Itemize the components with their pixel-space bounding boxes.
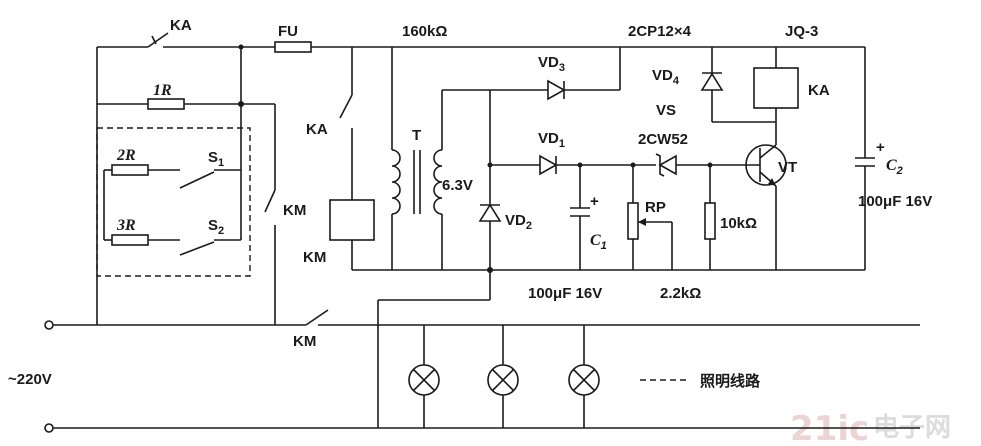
km-bottom-label: KM — [293, 333, 316, 350]
voltage-label: 6.3V — [442, 177, 473, 194]
ka-relay-label: KA — [808, 82, 830, 99]
vd2-label: VD2 — [505, 212, 532, 232]
vd1-label: VD1 — [538, 130, 565, 150]
mains-label: ~220V — [8, 371, 52, 388]
vt-label: VT — [778, 159, 797, 176]
fuse — [274, 41, 312, 53]
diode-vd3 — [547, 79, 566, 101]
terminal-bottom — [44, 423, 54, 433]
km-coil — [329, 199, 375, 241]
ka-relay-coil — [753, 67, 799, 109]
transistor-vt — [745, 144, 787, 186]
c2-label: C2 — [886, 157, 903, 177]
transformer-primary — [391, 149, 401, 215]
s1-label: S1 — [208, 149, 224, 169]
vs-type-label: 2CW52 — [638, 131, 688, 148]
c1-label: C1 — [590, 232, 607, 252]
diode-vd2 — [478, 203, 502, 222]
terminal-top — [44, 320, 54, 330]
km-switch-label: KM — [283, 202, 306, 219]
vd3-label: VD3 — [538, 54, 565, 74]
ka-top-label: KA — [170, 17, 192, 34]
ka-contact-label: KA — [306, 121, 328, 138]
transformer-label: T — [412, 127, 421, 144]
jq3-label: JQ-3 — [785, 23, 818, 40]
r160k-label: 160kΩ — [402, 23, 447, 40]
vs-label: VS — [656, 102, 676, 119]
legend-label: 照明线路 — [700, 372, 761, 390]
vd4x-label: 2CP12×4 — [628, 23, 692, 40]
diode-vd1 — [539, 154, 558, 176]
c1-value-label: 100μF 16V — [528, 285, 602, 302]
resistor-3r — [111, 234, 149, 246]
resistor-2r — [111, 164, 149, 176]
rp-label: RP — [645, 199, 666, 216]
potentiometer-rp — [627, 202, 639, 240]
zener-vs — [658, 154, 677, 176]
diode-vd4 — [700, 72, 724, 91]
resistor-1r — [147, 98, 185, 110]
r22k-label: 2.2kΩ — [660, 285, 701, 302]
km-coil-label: KM — [303, 249, 326, 266]
r2-label: 2R — [116, 147, 136, 164]
r10k-label: 10kΩ — [720, 215, 757, 232]
r3-label: 3R — [116, 217, 136, 234]
r1-label: 1R — [153, 82, 172, 99]
s2-label: S2 — [208, 217, 224, 237]
c2-plus: + — [876, 139, 885, 156]
ka-top-contact — [151, 35, 157, 45]
vd4-label: VD4 — [652, 67, 680, 87]
c2-value-label: 100μF 16V — [858, 193, 932, 210]
transformer-secondary — [433, 149, 443, 215]
c1-plus: + — [590, 193, 599, 210]
top-bus — [97, 32, 275, 48]
lamp-row — [408, 325, 600, 428]
fu-label: FU — [278, 23, 298, 40]
resistor-10k — [704, 202, 716, 240]
